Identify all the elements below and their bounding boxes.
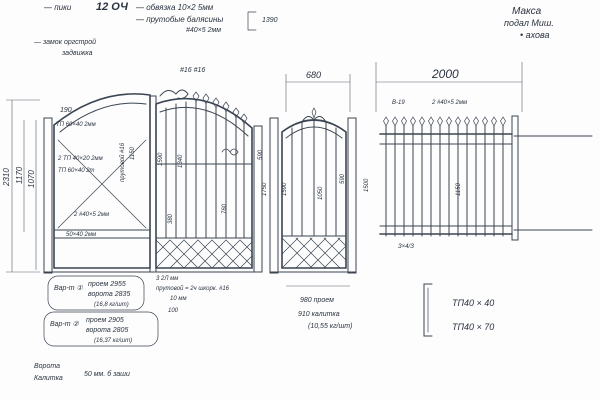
wicket-base-note1: 980 проем [300, 297, 334, 304]
profile-detail: ТП40 × 40 ТП40 × 70 [423, 283, 494, 337]
label-bottom-note1: 3 2Л мм [156, 276, 178, 282]
author-line1: Макса [512, 6, 542, 17]
profile-top: ТП40 × 40 [452, 298, 494, 308]
dim-lower: 1070 [27, 170, 36, 188]
footer-line3: 50 мм. б заши [84, 370, 130, 378]
dim-upper: 1170 [15, 166, 24, 184]
header-line1-c: — обвязка 10×2 5мм [135, 3, 214, 12]
fence-inner-height: 1150 [456, 182, 462, 196]
header-line1-a: — пики [43, 3, 72, 12]
gate-top-ornament [159, 89, 189, 99]
label-bottom-note3: 10 мм [170, 296, 187, 302]
dim-wicket-width: 680 [306, 70, 321, 80]
footer-notes: Ворота Калитка 50 мм. б заши [34, 363, 130, 382]
variant-1-line2: ворота 2835 [88, 291, 130, 298]
wicket-base-note2: 910 калитка [298, 311, 340, 318]
fence-labels: В-19 2 #40×5 2мм 1500 1150 З×4/З [364, 100, 467, 250]
header-bracket [247, 11, 257, 31]
fence-foot: З×4/З [398, 244, 414, 250]
fence-spike [464, 116, 470, 127]
fence-post-top: В-19 [392, 100, 405, 106]
label-inner1: 1590 [158, 152, 164, 166]
fence-rod-note: 2 #40×5 2мм [431, 100, 467, 106]
author-notes: Макса подал Миш. • ахова [504, 6, 554, 40]
fence-spike [428, 116, 434, 127]
header-line2-b: #40×5 2мм [186, 27, 221, 34]
variant-2-line2: ворота 2805 [86, 327, 128, 334]
header-line2: — прутобые балясины [135, 15, 223, 24]
arch-rod-label: #16 #16 [180, 67, 205, 74]
label-rod: 2 #40×5 2мм [73, 212, 109, 218]
dim-total-height: 2310 [2, 168, 11, 187]
label-tube-top: ТП 60×40 2мм [56, 122, 96, 128]
lock-note-b: задвижка [61, 49, 93, 57]
fence-spike [473, 116, 479, 127]
fence-spike [482, 116, 488, 127]
label-tube-3: ТП 60×40 2т [58, 168, 95, 174]
fence-section [379, 115, 593, 241]
variant-2-tag: Вар-т ② [50, 320, 80, 328]
profile-bottom: ТП40 × 70 [452, 322, 494, 332]
footer-line2: Калитка [34, 375, 63, 382]
variant-2: Вар-т ② проем 2905 ворота 2805 (16,37 кг… [43, 311, 159, 347]
variant-1-line1: проем 2955 [88, 281, 126, 288]
variant-2-line1: проем 2905 [86, 317, 124, 324]
label-inner2: 1340 [178, 154, 184, 168]
label-vertical: прутовой #16 [119, 142, 126, 182]
variant-1-weight: (16,8 кг/шт) [94, 302, 129, 308]
footer-line1: Ворота [34, 363, 60, 370]
wicket-vert-b: 590 [340, 173, 346, 184]
variant-1: Вар-т ① проем 2955 ворота 2835 (16,8 кг/… [47, 275, 145, 311]
main-gate [43, 89, 263, 274]
label-mid1: 1750 [262, 182, 268, 196]
label-post-gap: 100 [168, 308, 179, 314]
dim-fence-width: 2000 [431, 67, 459, 81]
author-line2: подал Миш. [504, 18, 554, 28]
label-diagonal: 1150 [130, 146, 136, 160]
fence-side-height: 1500 [364, 178, 370, 192]
fence-spike [446, 116, 452, 127]
top-dimensions: 680 2000 #16 #16 [180, 62, 523, 112]
wicket-panel: 1050 [318, 186, 324, 200]
lock-note: — замок оргстрой [33, 38, 96, 46]
label-inner4: 760 [222, 203, 228, 214]
label-tube-2: 2 ТП 40×20 2мм [57, 156, 103, 162]
wicket-door [269, 107, 357, 274]
fence-spike [383, 116, 389, 127]
left-dimensions: 2310 1170 1070 190 [2, 99, 72, 273]
fence-spike [392, 116, 398, 127]
fence-spike [437, 116, 443, 127]
header-notes: — пики 12 ⁠ОЧ — обвязка 10×2 5мм — пруто… [33, 1, 278, 57]
wicket-base-note3: (10,55 кг/шт) [308, 323, 352, 330]
variant-1-tag: Вар-т ① [54, 284, 84, 292]
variant-2-weight: (16,37 кг/шт) [94, 338, 132, 344]
fence-spike [401, 116, 407, 127]
fence-spike [410, 116, 416, 127]
gate-labels: ТП 60×40 2мм 2 ТП 40×20 2мм ТП 60×40 2т … [56, 122, 268, 314]
wicket-vert-a: 1590 [282, 182, 288, 196]
fence-spike [500, 116, 506, 127]
label-mid2: 590 [258, 149, 264, 160]
label-tube-4: 50×40 2мм [66, 232, 96, 238]
author-line3: • ахова [520, 30, 550, 40]
header-line1-b: 12 ⁠ОЧ [96, 1, 128, 13]
label-inner3: 380 [168, 213, 174, 224]
fence-spike [455, 116, 461, 127]
label-bottom-note2: прутовой = 2ч шкорк. #16 [156, 285, 230, 292]
dim-arch: 190 [60, 107, 72, 114]
fence-spike [419, 116, 425, 127]
wicket-labels: 1590 590 1050 980 проем 910 калитка (10,… [282, 173, 352, 330]
fence-spike [491, 116, 497, 127]
header-side-value: 1390 [262, 17, 278, 24]
